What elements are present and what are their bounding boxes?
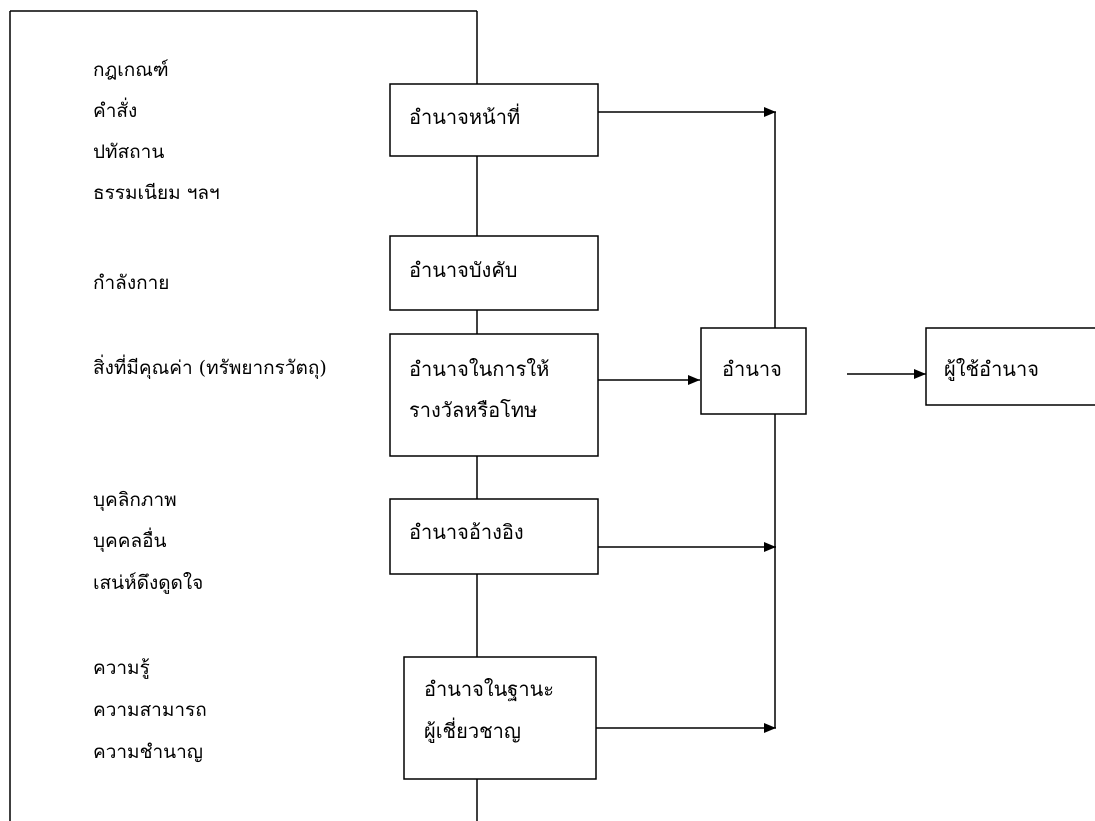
source-group-expertise: ความรู้ ความสามารถ ความชำนาญ [93,657,207,763]
svg-text:ผู้เชี่ยวชาญ: ผู้เชี่ยวชาญ [424,717,521,744]
source-label: สิ่งที่มีคุณค่า (ทรัพยากรวัตถุ) [93,354,327,380]
svg-text:ผู้ใช้อำนาจ: ผู้ใช้อำนาจ [944,357,1039,382]
source-group-physical: กำลังกาย [93,272,169,294]
source-label: ความรู้ [93,657,150,679]
box-reward-power: อำนาจในการให้ รางวัลหรือโทษ [389,333,599,457]
source-label: คำสั่ง [93,97,137,122]
source-label: ปทัสถาน [93,141,164,163]
source-label: เสน่ห์ดึงดูดใจ [93,572,203,594]
source-label: ความสามารถ [93,699,207,721]
source-label: กฎเกณฑ์ [93,59,169,81]
box-power-user: ผู้ใช้อำนาจ [925,327,1095,406]
box-expert-power: อำนาจในฐานะ ผู้เชี่ยวชาญ [403,656,597,780]
box-legitimate-power: อำนาจหน้าที่ [389,83,599,157]
source-label: บุคลิกภาพ [93,489,177,512]
svg-text:อำนาจ: อำนาจ [722,357,782,381]
source-label: ธรรมเนียม ฯลฯ [93,182,220,204]
box-referent-power: อำนาจอ้างอิง [389,498,599,575]
svg-text:อำนาจอ้างอิง: อำนาจอ้างอิง [409,520,524,544]
source-label: บุคคลอื่น [93,527,167,553]
box-power: อำนาจ [700,327,807,415]
source-group-rules: กฎเกณฑ์ คำสั่ง ปทัสถาน ธรรมเนียม ฯลฯ [93,59,220,204]
svg-text:อำนาจบังคับ: อำนาจบังคับ [409,258,517,282]
source-group-valuables: สิ่งที่มีคุณค่า (ทรัพยากรวัตถุ) [93,354,327,380]
svg-text:รางวัลหรือโทษ: รางวัลหรือโทษ [409,398,537,422]
box-coercive-power: อำนาจบังคับ [389,235,599,311]
source-label: ความชำนาญ [93,741,203,763]
source-group-personality: บุคลิกภาพ บุคคลอื่น เสน่ห์ดึงดูดใจ [93,489,203,594]
connector-arrows [596,107,926,733]
source-label: กำลังกาย [93,272,169,294]
svg-text:อำนาจหน้าที่: อำนาจหน้าที่ [409,103,520,129]
svg-text:อำนาจในฐานะ: อำนาจในฐานะ [424,677,554,701]
svg-text:อำนาจในการให้: อำนาจในการให้ [409,357,549,381]
